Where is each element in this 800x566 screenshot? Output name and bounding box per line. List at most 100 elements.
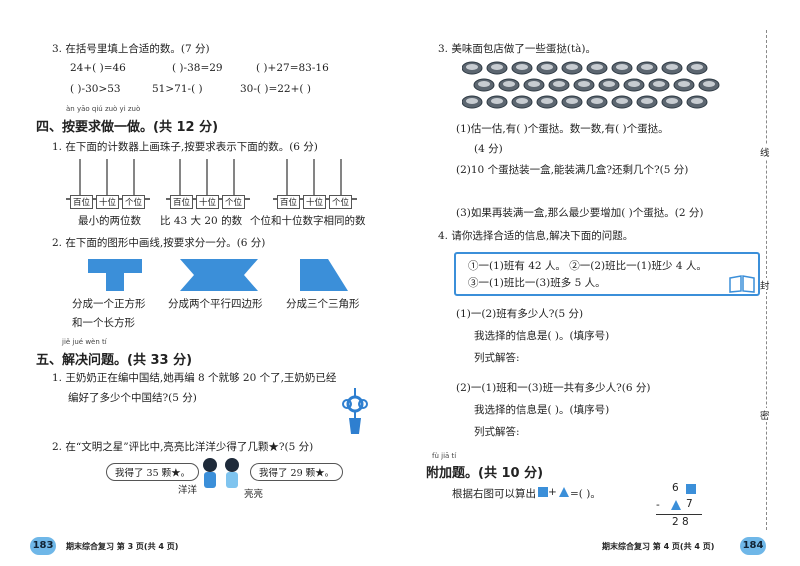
abacus-place-label: 十位 bbox=[96, 195, 120, 209]
margin-mark: 线 bbox=[760, 145, 770, 159]
page-number: 183 bbox=[30, 537, 56, 555]
egg-tart-filling bbox=[641, 64, 653, 70]
abacus-place-label: 个位 bbox=[329, 195, 353, 209]
subtraction-line bbox=[656, 514, 702, 515]
egg-tart-filling bbox=[703, 81, 715, 87]
question-text: 1. 在下面的计数器上画珠子,按要求表示下面的数。(6 分) bbox=[52, 141, 318, 153]
egg-tarts-illustration bbox=[462, 61, 720, 109]
bonus-text: =( )。 bbox=[570, 488, 601, 500]
digit: 6 bbox=[672, 482, 679, 494]
question-text: 2. 在“文明之星”评比中,亮亮比洋洋少得了几颗★?(5 分) bbox=[52, 441, 314, 453]
section-title: 四、按要求做一做。(共 12 分) bbox=[36, 120, 219, 135]
square-icon bbox=[686, 484, 696, 494]
egg-tart-filling bbox=[528, 81, 540, 87]
egg-tart-filling bbox=[478, 81, 490, 87]
t-shape bbox=[88, 259, 142, 291]
egg-tart-filling bbox=[516, 98, 528, 104]
speech-bubble: 我得了 35 颗★。 bbox=[106, 463, 200, 481]
abacus-caption: 个位和十位数字相同的数 bbox=[250, 215, 366, 227]
book-icon bbox=[729, 275, 755, 293]
bonus-plus: + bbox=[548, 486, 557, 498]
abacus-place-label: 百位 bbox=[170, 195, 194, 209]
egg-tart-filling bbox=[578, 81, 590, 87]
abacus-place-label: 百位 bbox=[70, 195, 94, 209]
egg-tart-filling bbox=[678, 81, 690, 87]
abacus-caption: 比 43 大 20 的数 bbox=[160, 215, 243, 227]
abacus-place-label: 个位 bbox=[122, 195, 146, 209]
question-text: 2. 在下面的图形中画线,按要求分一分。(6 分) bbox=[52, 237, 266, 249]
question-text: (4 分) bbox=[474, 143, 503, 155]
shape-caption: 和一个长方形 bbox=[72, 317, 135, 329]
egg-tart-filling bbox=[491, 98, 503, 104]
egg-tart-filling bbox=[603, 81, 615, 87]
abacus-caption: 最小的两位数 bbox=[78, 215, 141, 227]
egg-tart-filling bbox=[616, 64, 628, 70]
triangle-icon bbox=[671, 500, 681, 510]
footer-text: 期末综合复习 第 4 页(共 4 页) bbox=[602, 542, 715, 551]
arrow-ribbon-shape bbox=[180, 259, 258, 291]
info-box bbox=[454, 252, 760, 296]
egg-tart-filling bbox=[628, 81, 640, 87]
egg-tart-filling bbox=[553, 81, 565, 87]
footer-text: 期末综合复习 第 3 页(共 4 页) bbox=[66, 542, 179, 551]
bonus-text: 根据右图可以算出 bbox=[452, 488, 536, 500]
egg-tart-filling bbox=[641, 98, 653, 104]
equation: ( )-30>53 bbox=[70, 83, 121, 95]
question-text: 1. 王奶奶正在编中国结,她再编 8 个就够 20 个了,王奶奶已经 bbox=[52, 372, 337, 384]
egg-tart-filling bbox=[466, 64, 478, 70]
equation: 51>71-( ) bbox=[152, 83, 203, 95]
egg-tart-filling bbox=[516, 64, 528, 70]
child-name: 洋洋 bbox=[178, 485, 198, 496]
shape-caption: 分成两个平行四边形 bbox=[168, 298, 263, 310]
page-number: 184 bbox=[740, 537, 766, 555]
egg-tart-filling bbox=[566, 98, 578, 104]
section-pinyin: jiě jué wèn tí bbox=[62, 338, 107, 346]
equation: 30-( )=22+( ) bbox=[240, 83, 311, 95]
equation: 24+( )=46 bbox=[70, 62, 126, 74]
egg-tart-filling bbox=[616, 98, 628, 104]
section-pinyin: àn yāo qiú zuò yi zuò bbox=[66, 105, 141, 113]
egg-tart-filling bbox=[503, 81, 515, 87]
section-title: 附加题。(共 10 分) bbox=[426, 466, 544, 481]
shapes-group bbox=[88, 259, 348, 291]
question-title: 4. 请你选择合适的信息,解决下面的问题。 bbox=[438, 230, 634, 242]
question-text: 列式解答: bbox=[474, 352, 520, 364]
question-text: (2)一(1)班和一(3)班一共有多少人?(6 分) bbox=[456, 382, 651, 394]
child-name: 亮亮 bbox=[244, 489, 264, 500]
egg-tart-filling bbox=[666, 98, 678, 104]
margin-mark: 密 bbox=[760, 408, 770, 422]
chinese-knot-icon bbox=[342, 388, 368, 434]
speech-bubble: 我得了 29 颗★。 bbox=[250, 463, 344, 481]
margin-mark: 封 bbox=[760, 278, 770, 292]
section-title: 五、解决问题。(共 33 分) bbox=[36, 353, 193, 368]
digit: 7 bbox=[686, 498, 693, 510]
egg-tart-filling bbox=[541, 64, 553, 70]
abacus-place-label: 十位 bbox=[303, 195, 327, 209]
square-icon bbox=[538, 487, 548, 497]
question-text: (1)一(2)班有多少人?(5 分) bbox=[456, 308, 584, 320]
egg-tart-filling bbox=[466, 98, 478, 104]
question-title: 3. 美味面包店做了一些蛋挞(tà)。 bbox=[438, 43, 597, 55]
abacus-place-label: 个位 bbox=[222, 195, 246, 209]
shape-caption: 分成一个正方形 bbox=[72, 298, 146, 310]
egg-tart-filling bbox=[666, 64, 678, 70]
egg-tart-filling bbox=[491, 64, 503, 70]
triangle-icon bbox=[559, 487, 569, 497]
question-text: 我选择的信息是( )。(填序号) bbox=[474, 330, 610, 342]
egg-tart-filling bbox=[591, 64, 603, 70]
abacus-place-label: 十位 bbox=[196, 195, 220, 209]
equation: ( )+27=83-16 bbox=[256, 62, 329, 74]
question-text: (1)估一估,有( )个蛋挞。数一数,有( )个蛋挞。 bbox=[456, 123, 669, 135]
egg-tart-filling bbox=[566, 64, 578, 70]
trapezoid-shape bbox=[300, 259, 348, 291]
result-digits: 2 8 bbox=[672, 516, 689, 528]
egg-tart-filling bbox=[691, 98, 703, 104]
egg-tart-filling bbox=[691, 64, 703, 70]
egg-tart-filling bbox=[653, 81, 665, 87]
left-q3-title: 3. 在括号里填上合适的数。(7 分) bbox=[52, 43, 210, 55]
info-line: ③一(1)班比一(3)班多 5 人。 bbox=[468, 277, 606, 289]
question-text: 列式解答: bbox=[474, 426, 520, 438]
question-text: (2)10 个蛋挞装一盒,能装满几盒?还剩几个?(5 分) bbox=[456, 164, 689, 176]
minus-sign: - bbox=[656, 499, 660, 511]
egg-tart-filling bbox=[541, 98, 553, 104]
